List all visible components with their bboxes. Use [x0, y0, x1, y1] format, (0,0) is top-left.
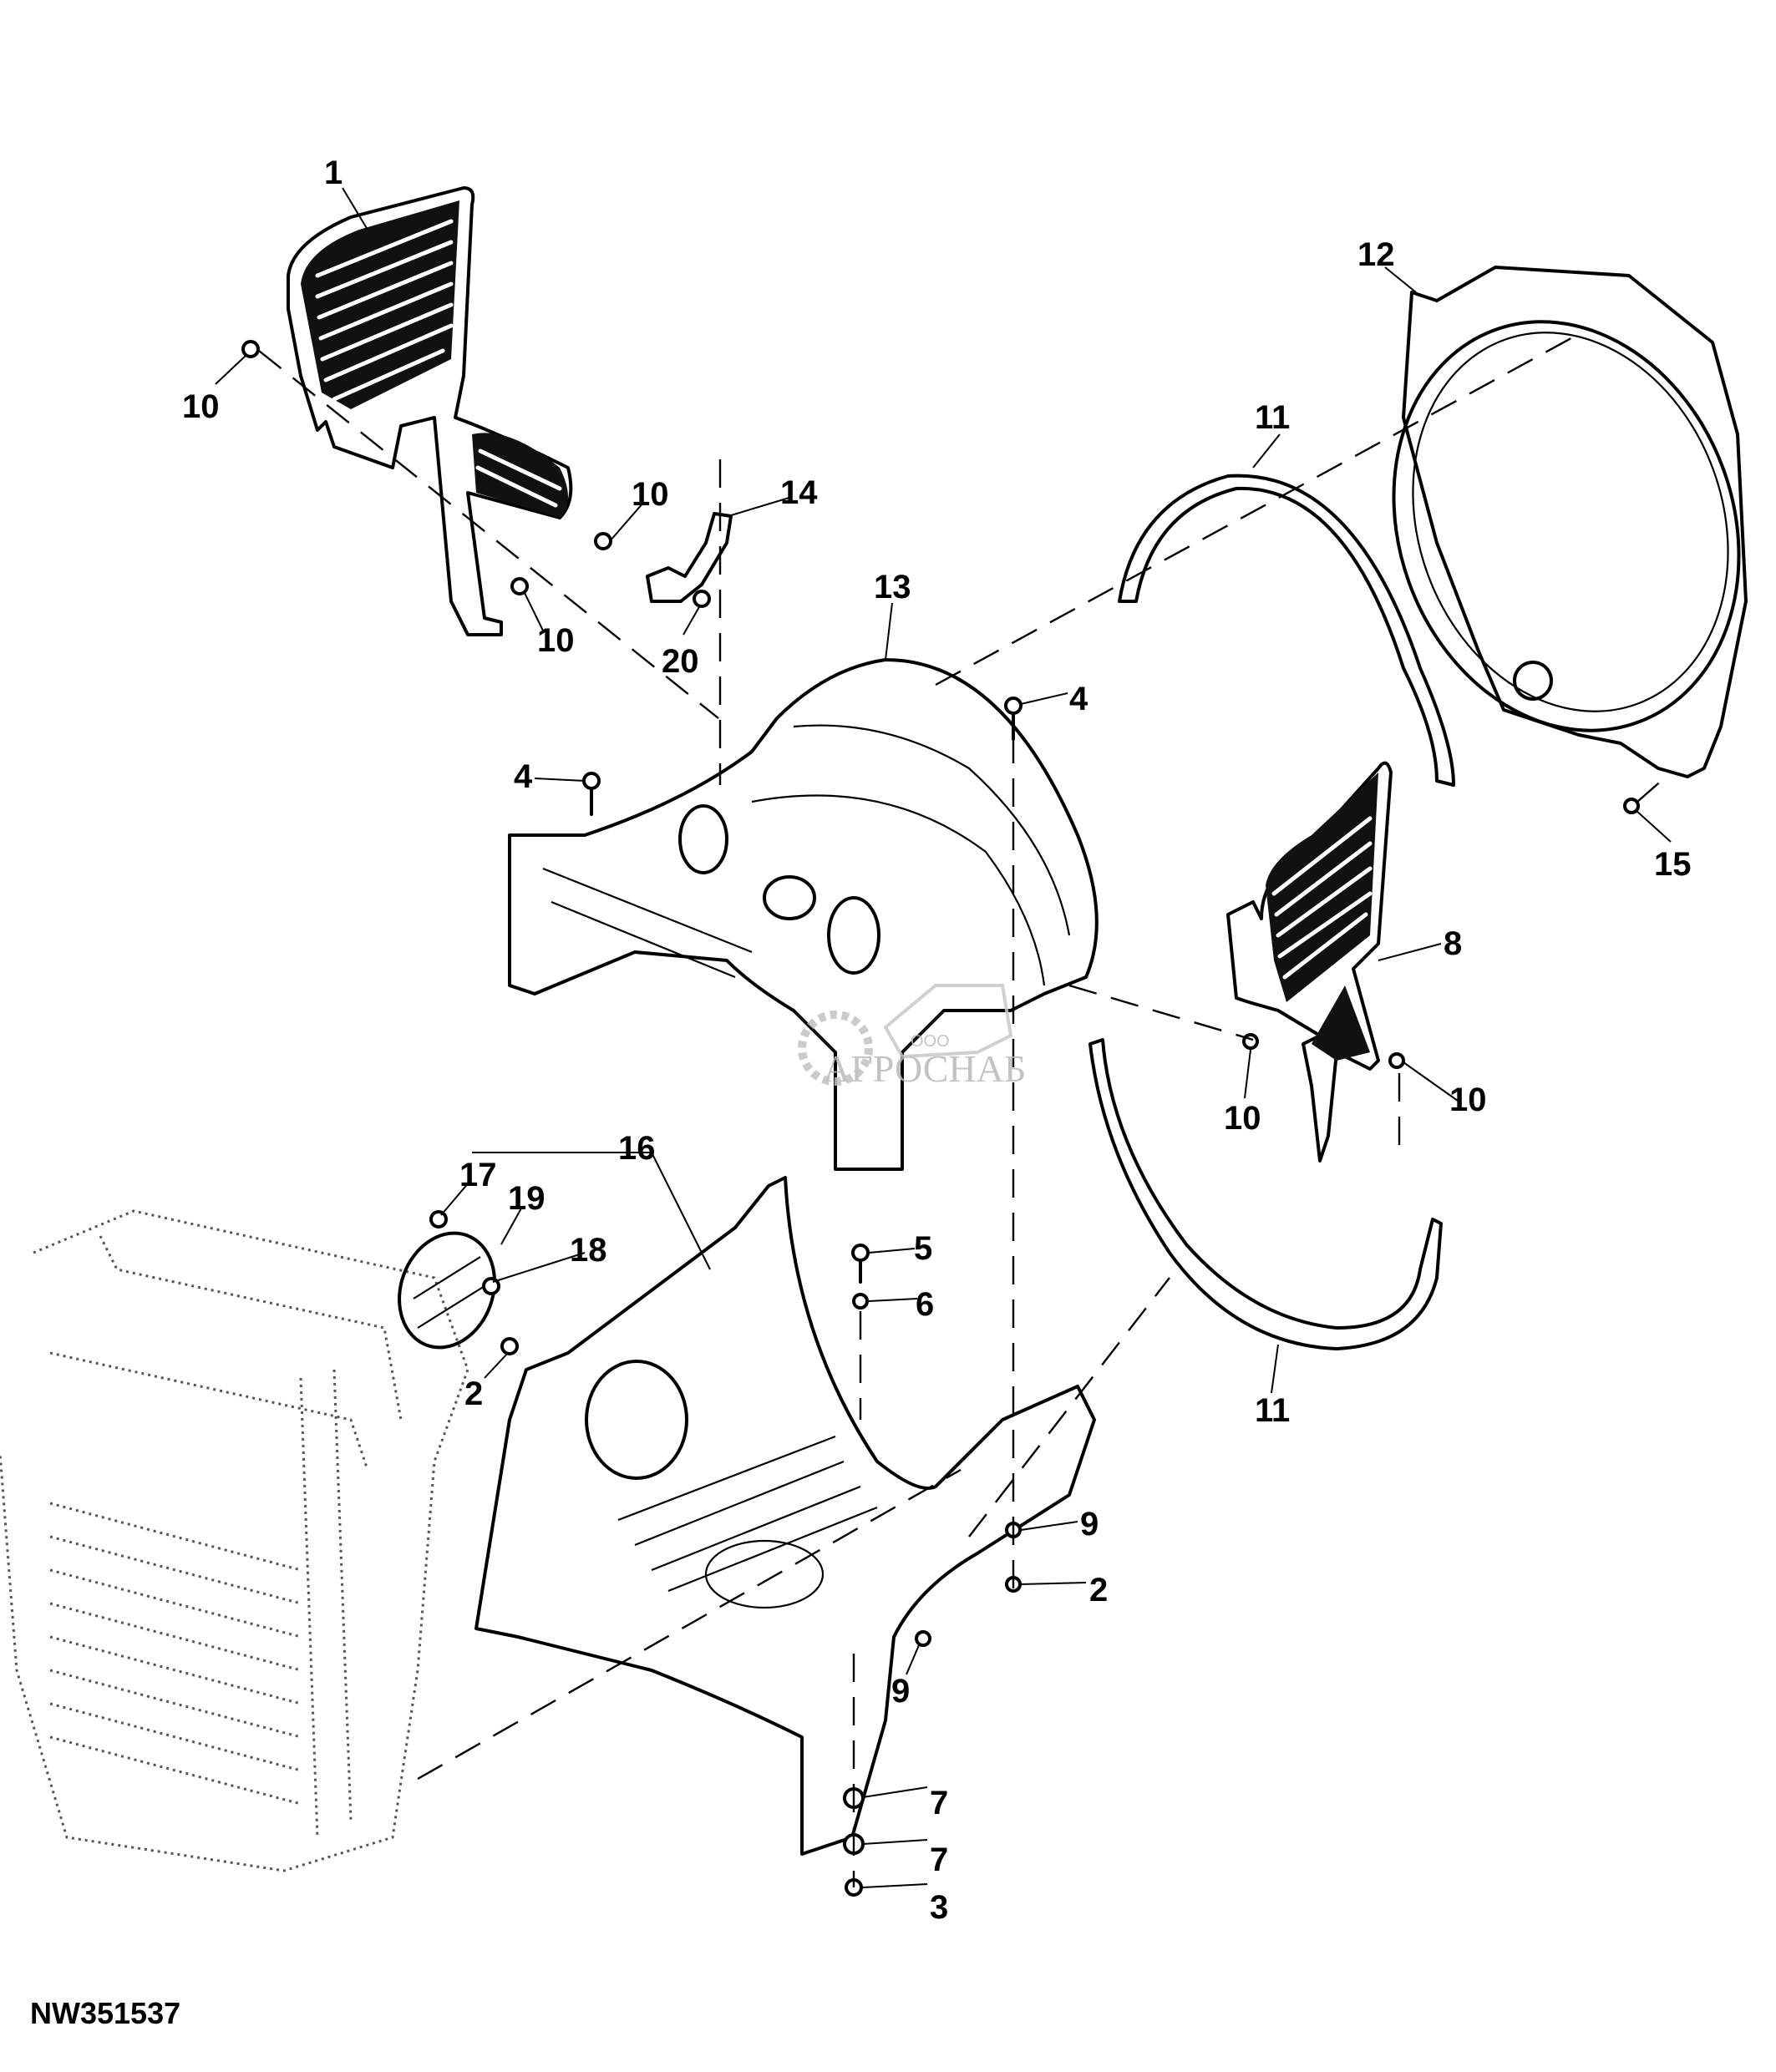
part-17-screw[interactable] — [429, 1210, 448, 1229]
callout-9[interactable]: 9 — [1080, 1506, 1099, 1543]
figure-id: NW351537 — [30, 1996, 181, 2030]
part-2-nut[interactable] — [500, 1337, 519, 1355]
callout-4[interactable]: 4 — [514, 758, 533, 795]
callout-13[interactable]: 13 — [874, 569, 911, 605]
callout-10[interactable]: 10 — [182, 388, 220, 425]
callout-15[interactable]: 15 — [1654, 846, 1692, 883]
assembly-lines — [258, 332, 1672, 1887]
part-19-cover-plate[interactable] — [383, 1219, 510, 1360]
part-18-nut[interactable] — [482, 1277, 500, 1295]
callout-18[interactable]: 18 — [570, 1232, 607, 1269]
part-15-screw[interactable] — [1623, 798, 1640, 814]
callout-3[interactable]: 3 — [930, 1889, 948, 1926]
part-10-screw[interactable] — [510, 577, 529, 595]
callout-7[interactable]: 7 — [930, 1841, 948, 1878]
part-11-seal-strip-lower[interactable] — [1088, 1038, 1443, 1350]
callout-7[interactable]: 7 — [930, 1785, 948, 1821]
callout-10[interactable]: 10 — [1449, 1082, 1487, 1118]
callout-16[interactable]: 16 — [618, 1130, 656, 1167]
watermark: ООО АГРОСНАБ — [798, 984, 1026, 1090]
shroud-boss-right — [827, 896, 880, 975]
part-20-nut[interactable] — [693, 590, 711, 608]
lower-shroud-port — [585, 1360, 688, 1480]
watermark-name: АГРОСНАБ — [823, 1047, 1026, 1090]
watermark-prefix: ООО — [911, 1032, 950, 1051]
callouts: 1 10 10 14 10 20 12 11 13 4 4 15 8 10 10… — [182, 155, 1692, 1926]
combine-harvester-icon — [883, 984, 1013, 1059]
callout-12[interactable]: 12 — [1357, 236, 1395, 273]
callout-14[interactable]: 14 — [780, 474, 818, 511]
callout-2[interactable]: 2 — [464, 1375, 483, 1412]
callout-6[interactable]: 6 — [916, 1286, 934, 1323]
lower-shroud-recess — [704, 1539, 825, 1609]
part-14-bracket[interactable] — [646, 512, 733, 603]
part-12-fan-ring[interactable] — [1338, 266, 1776, 779]
part-4-bolt[interactable] — [582, 772, 601, 790]
callout-19[interactable]: 19 — [508, 1180, 545, 1217]
callout-5[interactable]: 5 — [914, 1230, 932, 1267]
callout-9[interactable]: 9 — [891, 1673, 910, 1710]
callout-20[interactable]: 20 — [662, 643, 699, 680]
part-10-screw[interactable] — [241, 340, 260, 358]
part-16-lower-shroud[interactable] — [474, 1176, 1096, 1856]
grille-slots — [315, 219, 454, 402]
callout-8[interactable]: 8 — [1444, 925, 1462, 962]
shroud-boss-center — [763, 875, 816, 920]
callout-11[interactable]: 11 — [1255, 399, 1290, 436]
callout-11[interactable]: 11 — [1255, 1392, 1290, 1429]
fan-ring-pivot — [1513, 661, 1553, 701]
part-6-washer[interactable] — [852, 1293, 869, 1310]
callout-1[interactable]: 1 — [324, 155, 343, 191]
part-8-grille-right[interactable] — [1226, 761, 1393, 1163]
radiator-core — [49, 1502, 302, 1806]
gear-icon — [798, 1011, 873, 1086]
callout-10[interactable]: 10 — [632, 476, 669, 513]
radiator-ghost — [0, 1209, 469, 1872]
part-4-bolt[interactable] — [1004, 697, 1022, 715]
part-10-screw[interactable] — [594, 532, 612, 550]
callout-10[interactable]: 10 — [1224, 1100, 1261, 1137]
part-9-washer[interactable] — [915, 1630, 931, 1647]
callout-2[interactable]: 2 — [1089, 1572, 1108, 1608]
callout-10[interactable]: 10 — [537, 622, 575, 659]
part-13-upper-shroud[interactable] — [508, 658, 1099, 1171]
part-11-seal-strip-upper[interactable] — [1118, 474, 1455, 787]
part-1-grille-upper-left[interactable] — [287, 186, 573, 636]
callout-17[interactable]: 17 — [459, 1157, 497, 1193]
leader-lines — [215, 187, 1672, 1888]
grille-slots-lower — [475, 448, 562, 508]
callout-4[interactable]: 4 — [1069, 681, 1088, 717]
grille-slots-right — [1271, 816, 1373, 980]
part-10-screw[interactable] — [1388, 1052, 1405, 1069]
part-5-bolt[interactable] — [851, 1244, 870, 1262]
shroud-boss-left — [678, 804, 728, 874]
